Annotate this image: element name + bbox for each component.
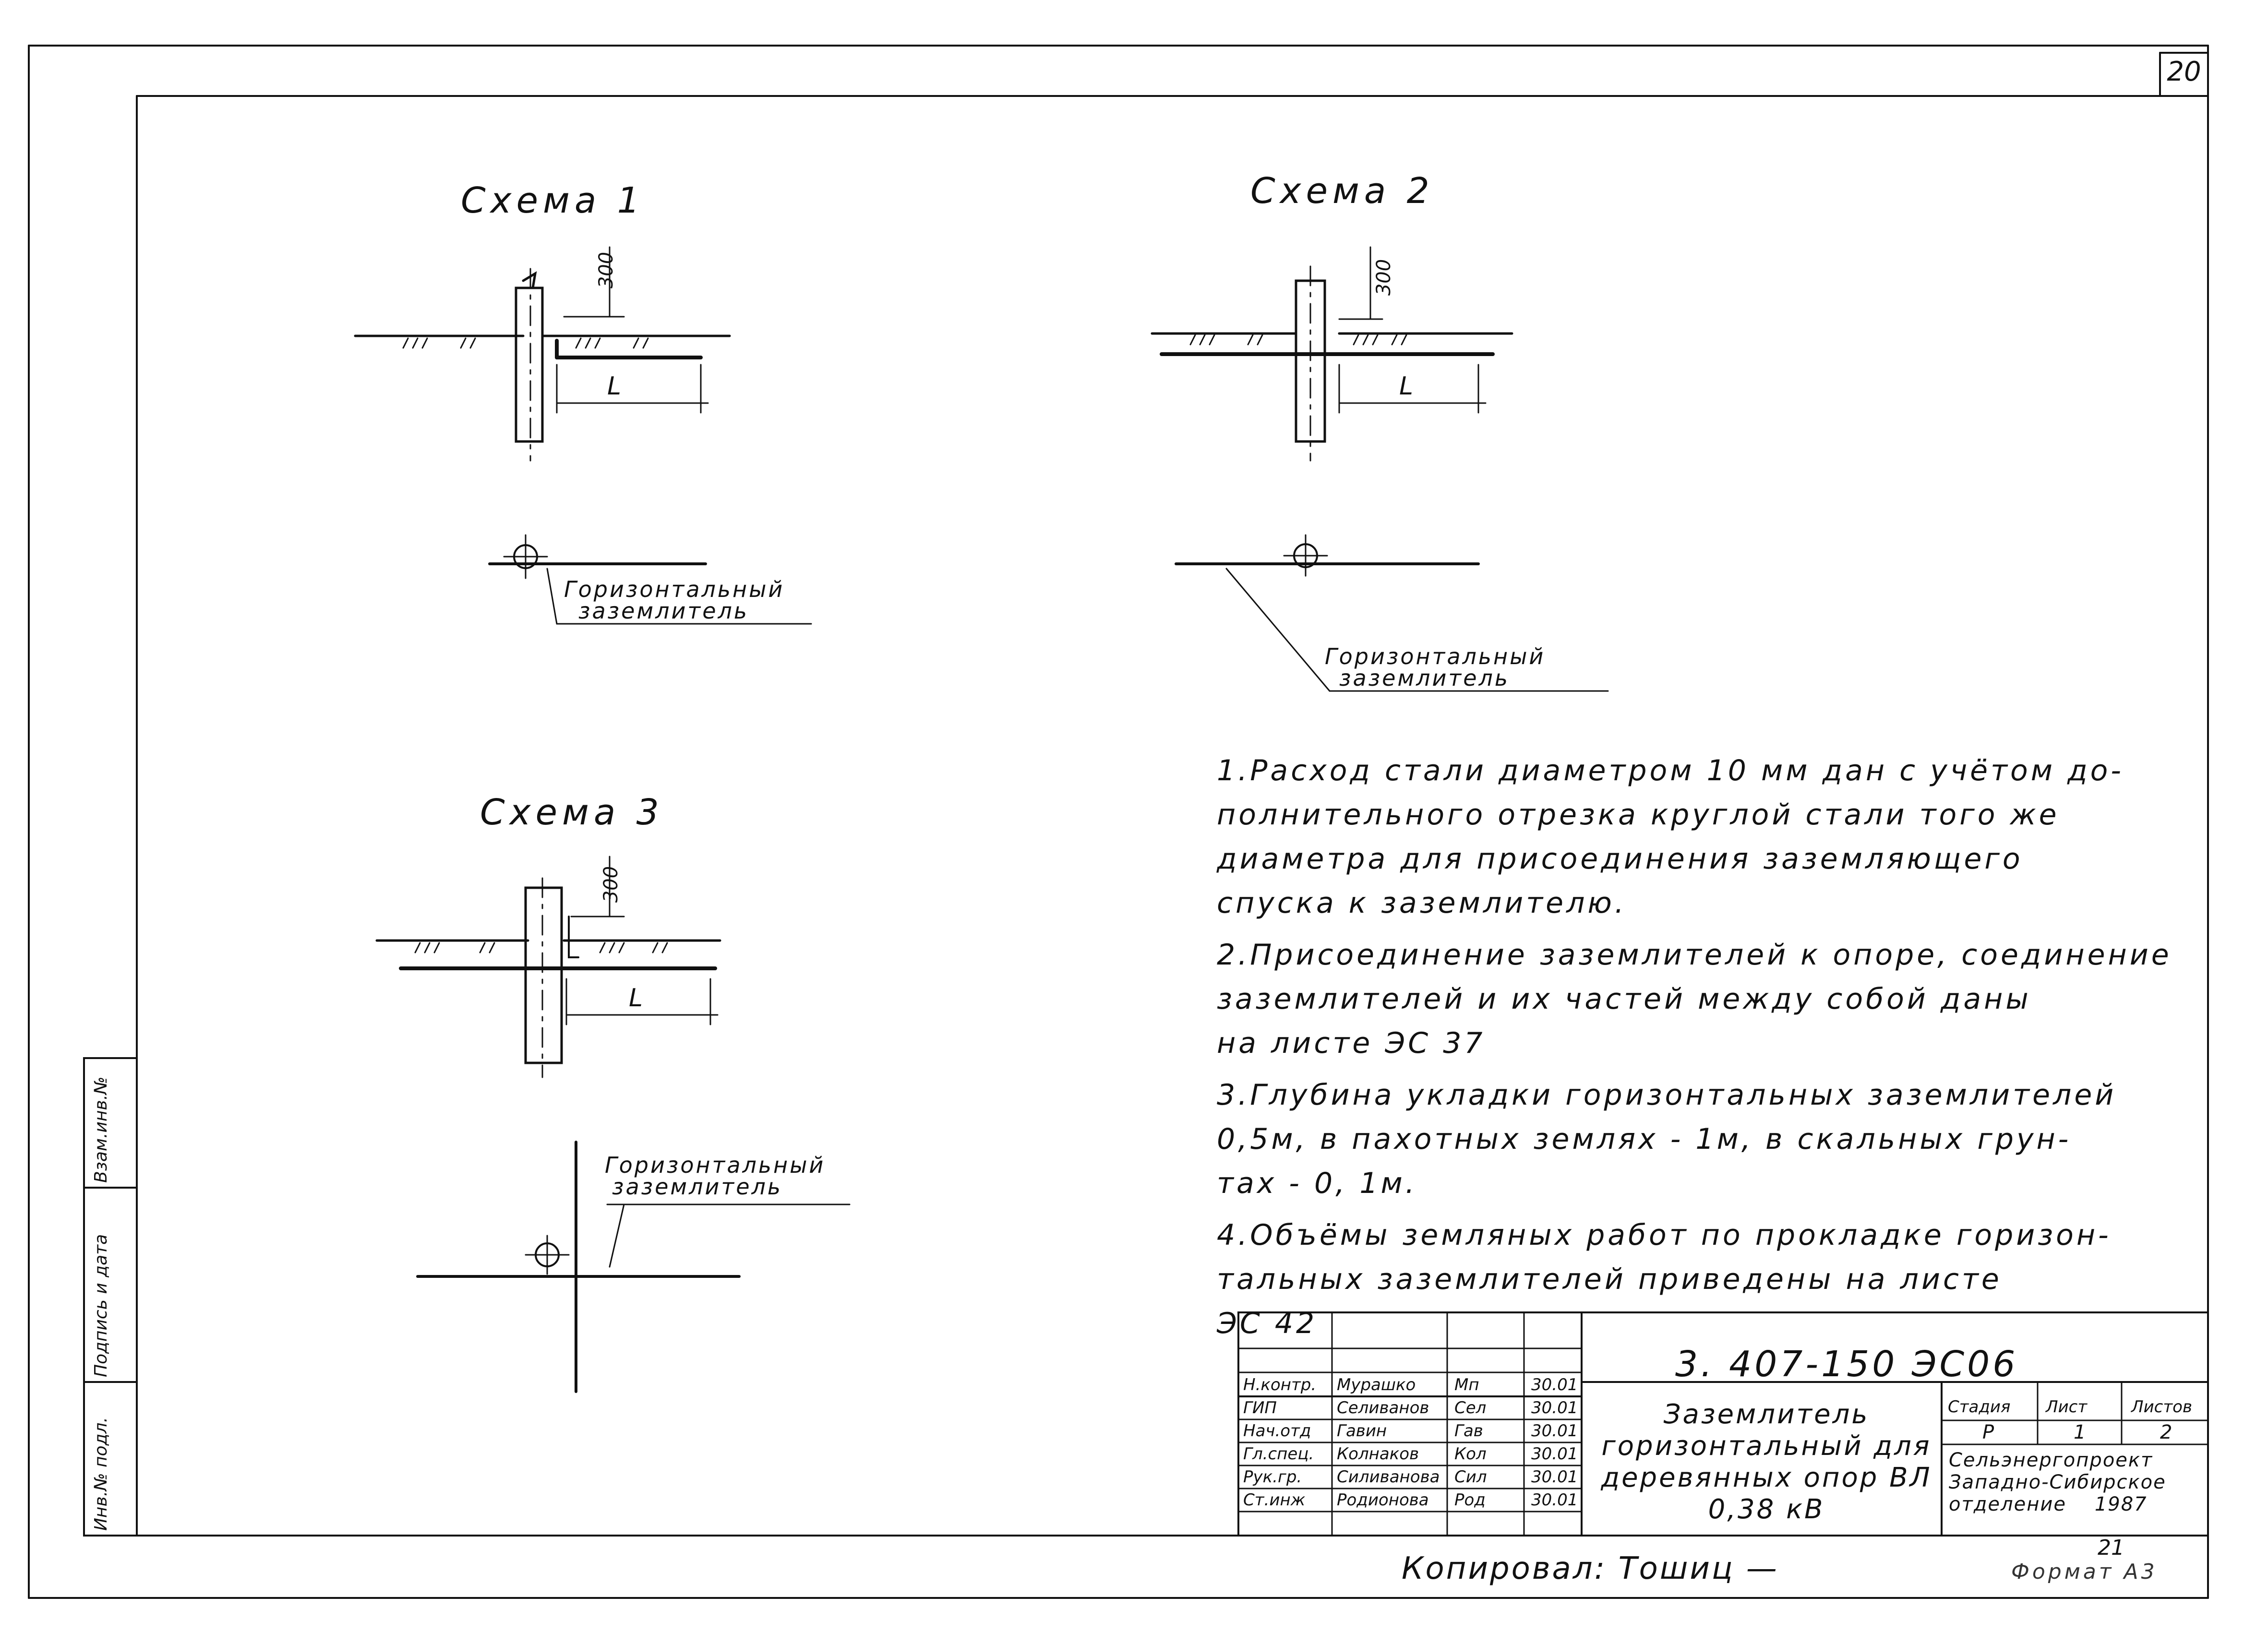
sheet-value: 1 [2074, 1421, 2086, 1443]
note-2: 2.Присоединение заземлителей к опоре, со… [1217, 938, 2172, 1060]
sign-date: 30.01 [1531, 1490, 1578, 1510]
sign-signature: Гав [1454, 1421, 1483, 1441]
drawing-title: Заземлитель горизонтальный для деревянны… [1601, 1399, 1932, 1525]
sheet-number: 20 [2167, 56, 2201, 87]
sign-role: Ст.инж [1243, 1490, 1306, 1510]
scheme-3-depth-dim: 300 [600, 866, 623, 903]
scheme-3-title: Схема 3 [480, 792, 664, 833]
scheme-3-plan [416, 1141, 851, 1393]
scheme-2-length-dim: L [1399, 372, 1413, 401]
sheet-frame [28, 45, 2209, 1599]
organization-line-2: Западно-Сибирское [1949, 1471, 2166, 1493]
scheme-1-electrode-label-line1: Горизонтальный [564, 576, 785, 602]
scheme-2-title: Схема 2 [1250, 170, 1434, 212]
sign-date: 30.01 [1531, 1375, 1578, 1394]
notes-block: 1.Расход стали диаметром 10 мм дан с учё… [1217, 749, 2206, 1353]
sign-role: Рук.гр. [1243, 1467, 1302, 1487]
scheme-2-section [1151, 246, 1513, 462]
scheme-2-electrode-label-line2: заземлитель [1339, 665, 1510, 691]
sign-name: Селиванов [1337, 1398, 1429, 1418]
scheme-1-section [354, 246, 731, 462]
sign-signature: Мп [1454, 1375, 1479, 1394]
scheme-3-section [375, 856, 721, 1078]
scheme-2-depth-dim: 300 [1373, 259, 1395, 296]
organization-line-3: отделение 1987 [1949, 1493, 2148, 1515]
note-1: 1.Расход стали диаметром 10 мм дан с учё… [1217, 754, 2124, 920]
scheme-1-plan [488, 534, 812, 625]
sign-role: ГИП [1243, 1398, 1277, 1418]
scheme-1-electrode-label-line2: заземлитель [578, 598, 749, 624]
side-stamp-frame [83, 1057, 138, 1537]
note-4: 4.Объёмы земляных работ по прокладке гор… [1217, 1218, 2112, 1340]
sheets-header: Листов [2131, 1397, 2193, 1417]
copied-by: Копировал: Тошиц — [1402, 1551, 1779, 1586]
sign-name: Колнаков [1337, 1444, 1419, 1464]
sign-role: Н.контр. [1243, 1375, 1317, 1394]
sign-date: 30.01 [1531, 1398, 1578, 1418]
organization: Сельэнергопроект Западно-Сибирское отдел… [1949, 1449, 2166, 1515]
sheet-header: Лист [2046, 1397, 2088, 1417]
side-stamp-replace-inv: Взам.инв.№ [91, 1076, 111, 1183]
organization-line-1: Сельэнергопроект [1949, 1449, 2153, 1471]
sign-role: Нач.отд [1243, 1421, 1311, 1441]
sign-name: Мурашко [1337, 1375, 1416, 1394]
sign-date: 30.01 [1531, 1421, 1578, 1441]
side-stamp-inv: Инв.№ подл. [91, 1417, 111, 1531]
sign-name: Силиванова [1337, 1467, 1440, 1487]
sign-signature: Сел [1454, 1398, 1487, 1418]
scheme-2-electrode-label-line1: Горизонтальный [1325, 643, 1546, 669]
sign-signature: Сил [1454, 1467, 1487, 1487]
scheme-3-length-dim: L [629, 984, 643, 1013]
scheme-3-electrode-label-line2: заземлитель [612, 1174, 783, 1200]
sign-signature: Род [1454, 1490, 1486, 1510]
sign-date: 30.01 [1531, 1467, 1578, 1487]
stage-header: Стадия [1948, 1397, 2011, 1417]
sign-role: Гл.спец. [1243, 1444, 1314, 1464]
scheme-1-length-dim: L [607, 372, 621, 401]
scheme-2-plan [1175, 534, 1609, 692]
sign-date: 30.01 [1531, 1444, 1578, 1464]
scheme-1-depth-dim: 300 [595, 251, 618, 289]
sheet-mark: 21 [2098, 1536, 2124, 1560]
format-label: Формат А3 [2011, 1560, 2158, 1584]
sign-name: Родионова [1337, 1490, 1429, 1510]
scheme-1-title: Схема 1 [461, 180, 645, 221]
title-block-grid [1237, 1311, 2209, 1537]
sign-name: Гавин [1337, 1421, 1387, 1441]
sign-signature: Кол [1454, 1444, 1487, 1464]
side-stamp-signature-date: Подпись и дата [91, 1234, 111, 1377]
sheets-value: 2 [2160, 1421, 2172, 1443]
stage-value: Р [1982, 1421, 1994, 1443]
document-code: 3. 407-150 ЭС06 [1675, 1344, 2018, 1385]
note-3: 3.Глубина укладки горизонтальных заземли… [1217, 1078, 2117, 1200]
scheme-3-electrode-label-line1: Горизонтальный [605, 1152, 826, 1178]
